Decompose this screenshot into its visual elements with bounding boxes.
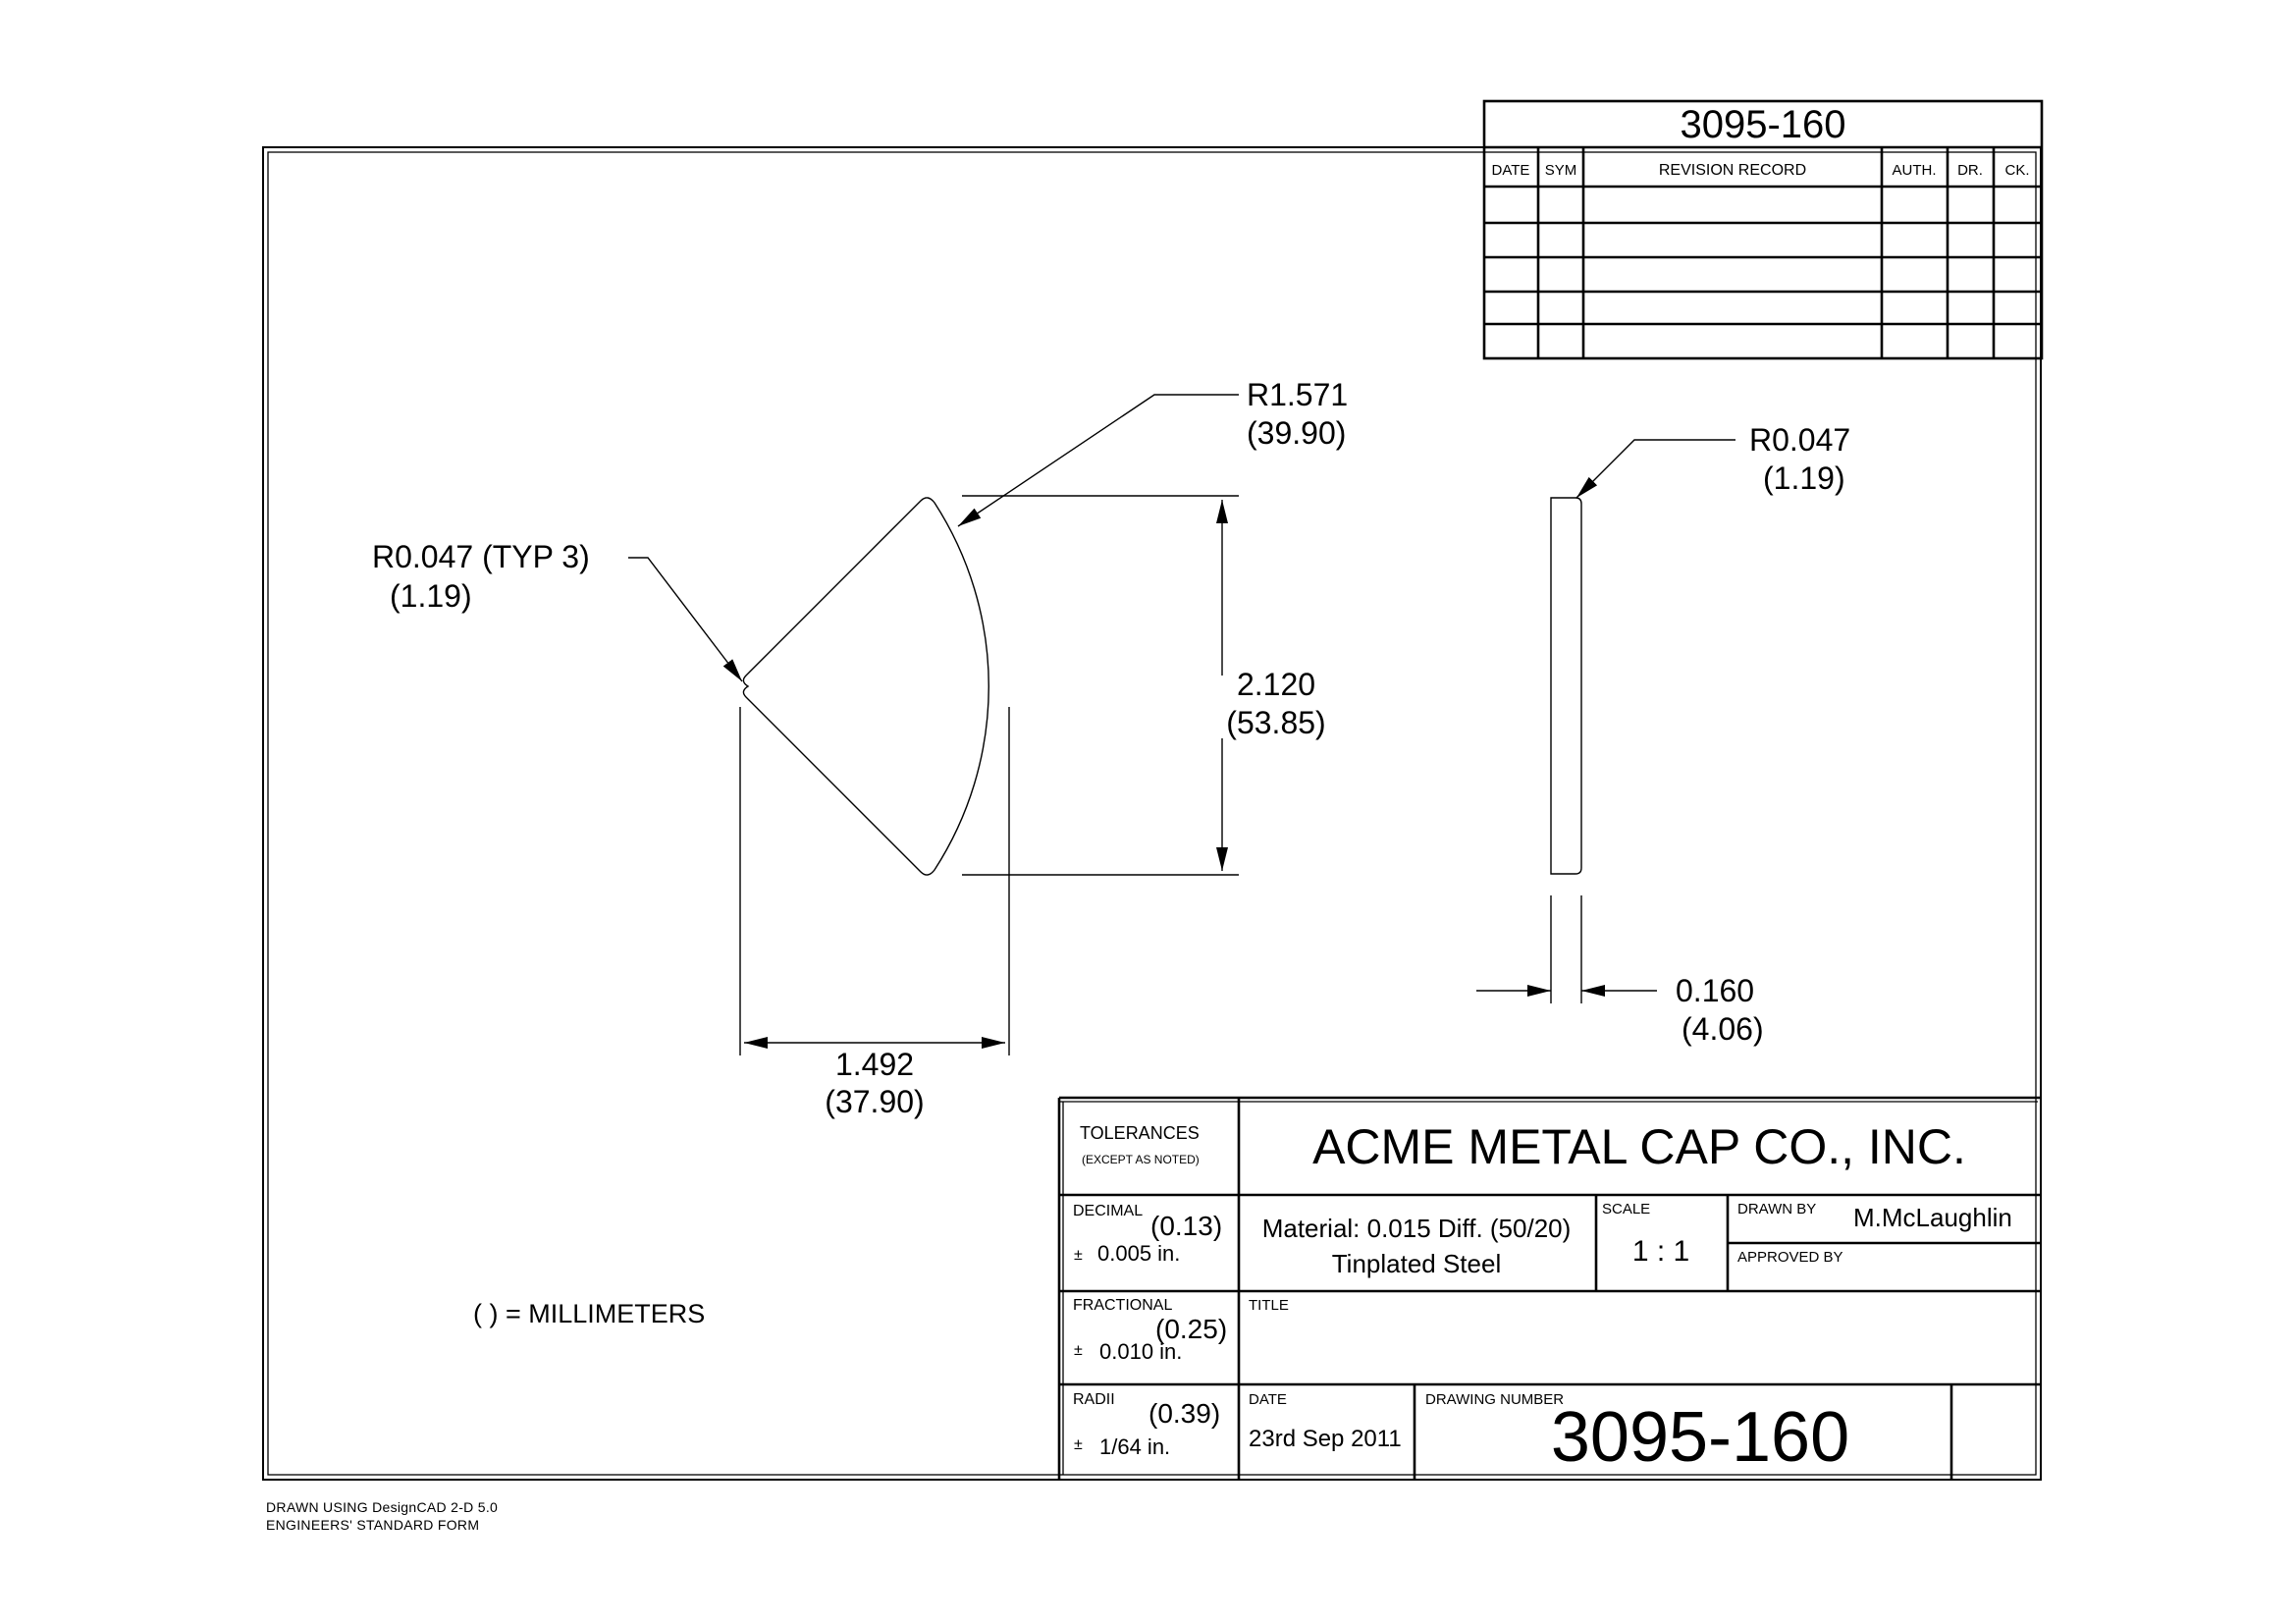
rev-header-sym: SYM: [1545, 162, 1577, 179]
fractional-value: 0.010 in.: [1099, 1339, 1182, 1364]
material-line2: Tinplated Steel: [1332, 1249, 1501, 1278]
approved-by-label: APPROVED BY: [1737, 1249, 1843, 1266]
material-line1: Material: 0.015 Diff. (50/20): [1262, 1214, 1572, 1243]
radii-mm: (0.39): [1148, 1398, 1220, 1429]
part-front-view: [742, 497, 989, 876]
drawing-number: 3095-160: [1551, 1398, 1849, 1477]
decimal-label: DECIMAL: [1073, 1203, 1143, 1219]
dim-corner-radius-mm: (1.19): [390, 578, 472, 614]
millimeters-note: ( ) = MILLIMETERS: [473, 1299, 705, 1328]
dim-corner-radius: R0.047 (TYP 3): [372, 539, 590, 574]
dim-arc-radius-mm: (39.90): [1247, 415, 1346, 451]
fractional-mm: (0.25): [1155, 1314, 1227, 1344]
drawn-by-value: M.McLaughlin: [1853, 1203, 2012, 1232]
tolerances-label: TOLERANCES: [1080, 1123, 1200, 1143]
rev-header-dr: DR.: [1957, 162, 1983, 179]
fractional-pm: ±: [1074, 1342, 1083, 1359]
dim-side-radius-mm: (1.19): [1763, 460, 1845, 496]
rev-header-auth: AUTH.: [1893, 162, 1937, 179]
radii-value: 1/64 in.: [1099, 1434, 1170, 1459]
decimal-value: 0.005 in.: [1097, 1241, 1180, 1266]
date-label: DATE: [1249, 1391, 1287, 1408]
fractional-label: FRACTIONAL: [1073, 1297, 1172, 1314]
side-view-dimensions: R0.047 (1.19) 0.160 (4.06): [1476, 422, 1850, 1047]
decimal-mm: (0.13): [1150, 1211, 1222, 1241]
front-view-dimensions: R1.571 (39.90) R0.047 (TYP 3) (1.19) 2.1…: [372, 377, 1348, 1119]
decimal-pm: ±: [1074, 1247, 1083, 1264]
rev-header-date: DATE: [1492, 162, 1530, 179]
rev-header-ck: CK.: [2004, 162, 2029, 179]
footer-line-1: DRAWN USING DesignCAD 2-D 5.0: [266, 1499, 499, 1515]
dim-height-mm: (53.85): [1226, 705, 1325, 740]
part-side-view: [1550, 497, 1582, 875]
dim-width: 1.492: [835, 1047, 914, 1082]
dim-arc-radius: R1.571: [1247, 377, 1348, 412]
dim-height: 2.120: [1237, 667, 1315, 702]
radii-pm: ±: [1074, 1436, 1083, 1453]
company-name: ACME METAL CAP CO., INC.: [1312, 1119, 1966, 1174]
title-label: TITLE: [1249, 1297, 1289, 1314]
dim-thickness: 0.160: [1676, 973, 1754, 1008]
dim-thickness-mm: (4.06): [1682, 1011, 1764, 1047]
footer-line-2: ENGINEERS' STANDARD FORM: [266, 1517, 480, 1533]
rev-header-record: REVISION RECORD: [1659, 162, 1806, 179]
title-block: TOLERANCES (EXCEPT AS NOTED) ACME METAL …: [1057, 1096, 2042, 1480]
dim-side-radius: R0.047: [1749, 422, 1850, 458]
radii-label: RADII: [1073, 1391, 1115, 1408]
drawn-by-label: DRAWN BY: [1737, 1201, 1816, 1217]
scale-value: 1 : 1: [1632, 1235, 1689, 1268]
revision-number: 3095-160: [1680, 103, 1845, 146]
drawing-number-label: DRAWING NUMBER: [1425, 1391, 1564, 1408]
revision-block: 3095-160 DATE SYM REVISION RECORD AUTH. …: [1482, 99, 2044, 360]
tolerances-sub: (EXCEPT AS NOTED): [1082, 1153, 1200, 1166]
drawing-border: [262, 146, 2042, 1481]
date-value: 23rd Sep 2011: [1249, 1426, 1402, 1452]
dim-width-mm: (37.90): [825, 1084, 924, 1119]
scale-label: SCALE: [1602, 1201, 1650, 1217]
